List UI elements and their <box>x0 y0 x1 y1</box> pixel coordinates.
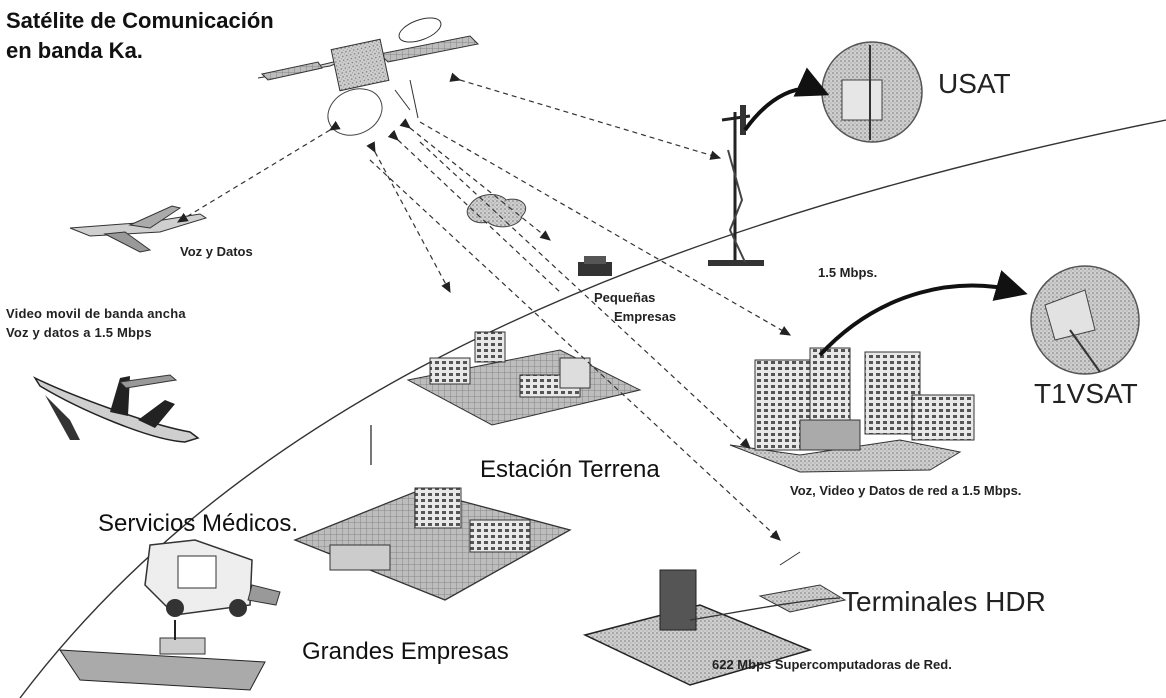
ambulance-icon <box>144 539 281 617</box>
usat-tower-icon <box>708 105 764 266</box>
hdr-link-line <box>689 597 841 621</box>
video-movil-line2: Voz y datos a 1.5 Mbps <box>6 325 152 340</box>
satellite-icon <box>257 17 480 136</box>
satellite-title-line2: en banda Ka. <box>6 38 143 63</box>
small-business-icon <box>578 256 612 276</box>
usat-curved-arrow <box>743 67 830 132</box>
hdr-terminal-icon <box>758 551 847 613</box>
voz-y-datos-label: Voz y Datos <box>180 244 253 259</box>
large-enterprise-campus-icon <box>293 487 572 601</box>
pequenas-line1: Pequeñas <box>594 290 656 305</box>
rate-label: 1.5 Mbps. <box>818 265 878 280</box>
ship-icon <box>59 620 266 691</box>
t1vsat-label: T1VSAT <box>1034 378 1138 409</box>
voz-video-datos-red-label: Voz, Video y Datos de red a 1.5 Mbps. <box>790 483 1022 498</box>
usat-label: USAT <box>938 68 1011 99</box>
t1vsat-curved-arrow <box>818 270 1028 357</box>
satellite-title-line1: Satélite de Comunicación <box>6 8 274 33</box>
link-arrows <box>176 72 792 541</box>
earth-station-building-icon <box>370 331 642 465</box>
video-movil-line1: Video movil de banda ancha <box>6 306 186 321</box>
network-cloud-icon <box>466 194 527 228</box>
business-jet-icon <box>69 205 208 253</box>
t1vsat-terminal-icon <box>1030 265 1140 375</box>
estacion-terrena-label: Estación Terrena <box>480 456 660 483</box>
airliner-icon <box>32 374 200 443</box>
supercomputadoras-label: 622 Mbps Supercomputadoras de Red. <box>712 657 952 672</box>
usat-terminal-icon <box>821 41 923 143</box>
office-buildings-icon <box>729 347 975 473</box>
earth-horizon-curve <box>19 119 1166 698</box>
terminales-hdr-label: Terminales HDR <box>842 586 1046 617</box>
pequenas-line2: Empresas <box>614 309 677 324</box>
grandes-empresas-label: Grandes Empresas <box>302 638 509 665</box>
servicios-medicos-label: Servicios Médicos. <box>98 510 299 537</box>
